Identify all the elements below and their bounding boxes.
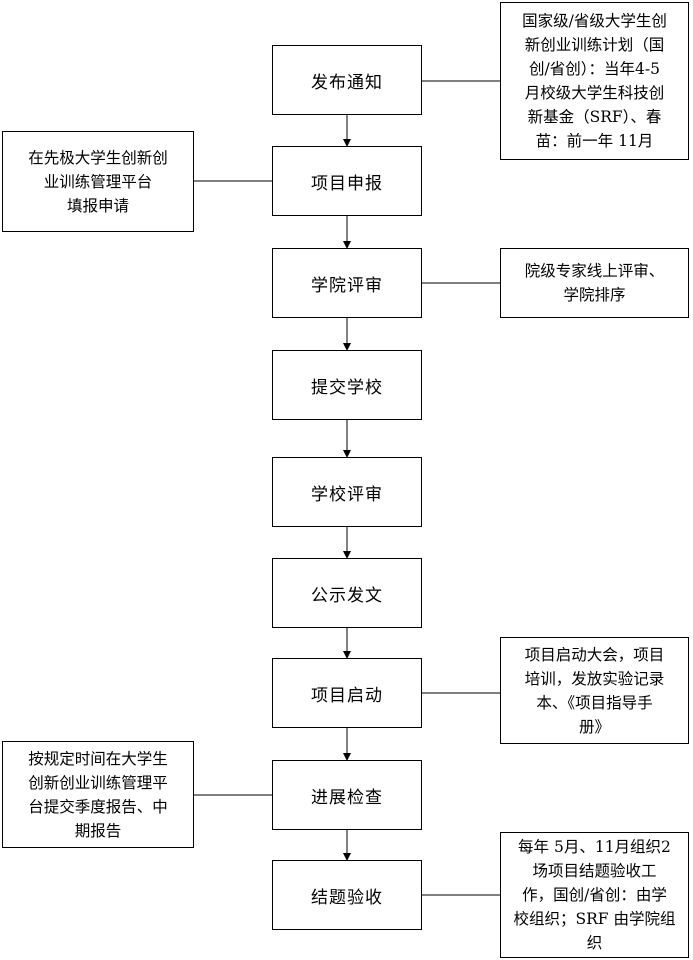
step-school-review: 学校评审 xyxy=(272,457,422,527)
note-line: 学院排序 xyxy=(563,286,626,304)
note-line: 期报告 xyxy=(74,821,122,840)
note-college-review: 院级专家线上评审、 学院排序 xyxy=(500,248,689,318)
step-label: 学院评审 xyxy=(311,275,383,296)
note-line: 作，国创/省创：由学 xyxy=(522,886,667,904)
step-label: 项目申报 xyxy=(311,173,383,194)
step-progress-check: 进展检查 xyxy=(272,760,422,830)
note-launch: 项目启动大会，项目 培训，发放实验记录 本、《项目指导手 册》 xyxy=(500,637,689,744)
note-progress-check: 按规定时间在大学生 创新创业训练管理平 台提交季度报告、中 期报告 xyxy=(2,741,194,848)
note-line: 项目启动大会，项目 xyxy=(524,645,665,664)
step-label: 公示发文 xyxy=(311,585,383,606)
step-launch: 项目启动 xyxy=(272,658,422,728)
note-line: 月校级大学生科技创 xyxy=(524,84,665,102)
note-line: 国家级/省级大学生创 xyxy=(522,12,667,30)
step-announce: 公示发文 xyxy=(272,558,422,628)
step-label: 进展检查 xyxy=(311,787,383,808)
note-line: 场项目结题验收工 xyxy=(532,862,657,880)
note-line: 册》 xyxy=(578,717,610,736)
note-line: 本、《项目指导手 xyxy=(536,693,653,712)
step-apply: 项目申报 xyxy=(272,146,422,216)
note-line: 新创业训练计划（国 xyxy=(524,36,665,54)
note-line: 校组织；SRF 由学院组 xyxy=(513,910,676,928)
note-line: 填报申请 xyxy=(66,196,129,215)
note-line: 创/省创）：当年4-5 xyxy=(529,60,660,78)
note-line: 每年 5月、11月组织2 xyxy=(518,838,671,856)
note-final-acceptance: 每年 5月、11月组织2 场项目结题验收工 作，国创/省创：由学 校组织；SRF… xyxy=(500,832,689,958)
note-apply: 在先极大学生创新创 业训练管理平台 填报申请 xyxy=(2,131,194,232)
step-publish: 发布通知 xyxy=(272,45,422,115)
note-line: 苗：前一年 11月 xyxy=(535,132,654,150)
note-line: 织 xyxy=(586,934,603,952)
note-line: 新基金（SRF）、春 xyxy=(527,108,662,126)
note-line: 业训练管理平台 xyxy=(43,172,153,191)
step-label: 学校评审 xyxy=(311,484,383,505)
step-final-acceptance: 结题验收 xyxy=(272,860,422,930)
note-line: 培训，发放实验记录 xyxy=(524,669,665,688)
step-college-review: 学院评审 xyxy=(272,248,422,318)
step-submit-school: 提交学校 xyxy=(272,350,422,420)
step-label: 结题验收 xyxy=(311,887,383,908)
note-line: 台提交季度报告、中 xyxy=(28,797,168,816)
note-line: 创新创业训练管理平 xyxy=(28,773,168,792)
note-publish: 国家级/省级大学生创 新创业训练计划（国 创/省创）：当年4-5 月校级大学生科… xyxy=(500,2,689,160)
note-line: 按规定时间在大学生 xyxy=(28,749,168,768)
note-line: 院级专家线上评审、 xyxy=(524,262,665,280)
step-label: 项目启动 xyxy=(311,685,383,706)
step-label: 提交学校 xyxy=(311,377,383,398)
step-label: 发布通知 xyxy=(311,72,383,93)
note-line: 在先极大学生创新创 xyxy=(28,148,168,167)
